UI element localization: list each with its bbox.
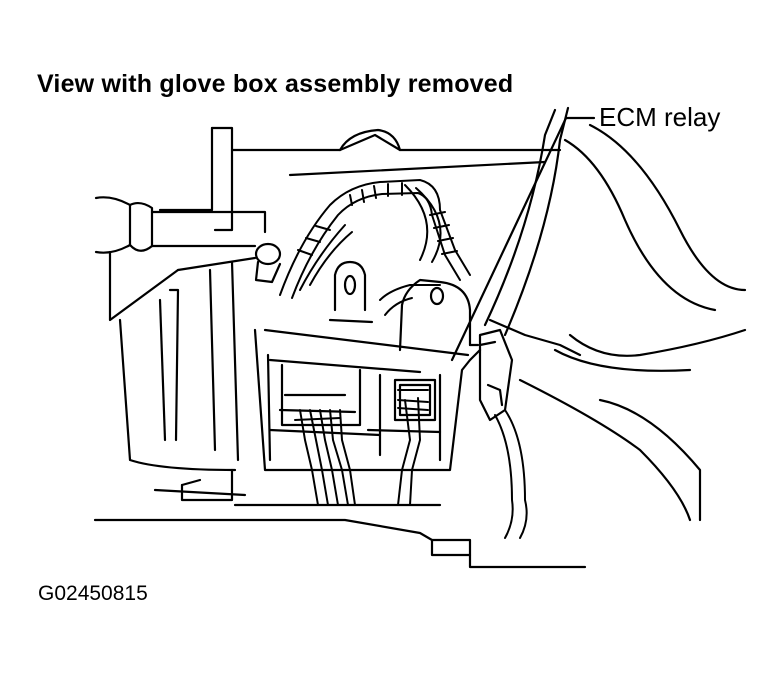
connector-wires: [294, 389, 429, 506]
wiring-harness: [279, 179, 471, 299]
callout-leader-line: [450, 116, 596, 362]
mounting-bracket: [328, 260, 374, 324]
right-relay-connector: [478, 328, 528, 539]
diagram-title: View with glove box assembly removed: [37, 70, 514, 98]
ecm-relay-bracket: [398, 278, 480, 352]
figure-id: G02450815: [38, 582, 148, 605]
connector-box: [253, 328, 482, 472]
ecm-relay-callout-label: ECM relay: [599, 102, 721, 132]
right-dash-structure: [483, 106, 747, 522]
upper-harness-loop: [379, 184, 442, 316]
left-lower-housing: [118, 260, 240, 502]
dash-upper-panel: [158, 126, 562, 232]
left-bracket: [94, 196, 282, 322]
